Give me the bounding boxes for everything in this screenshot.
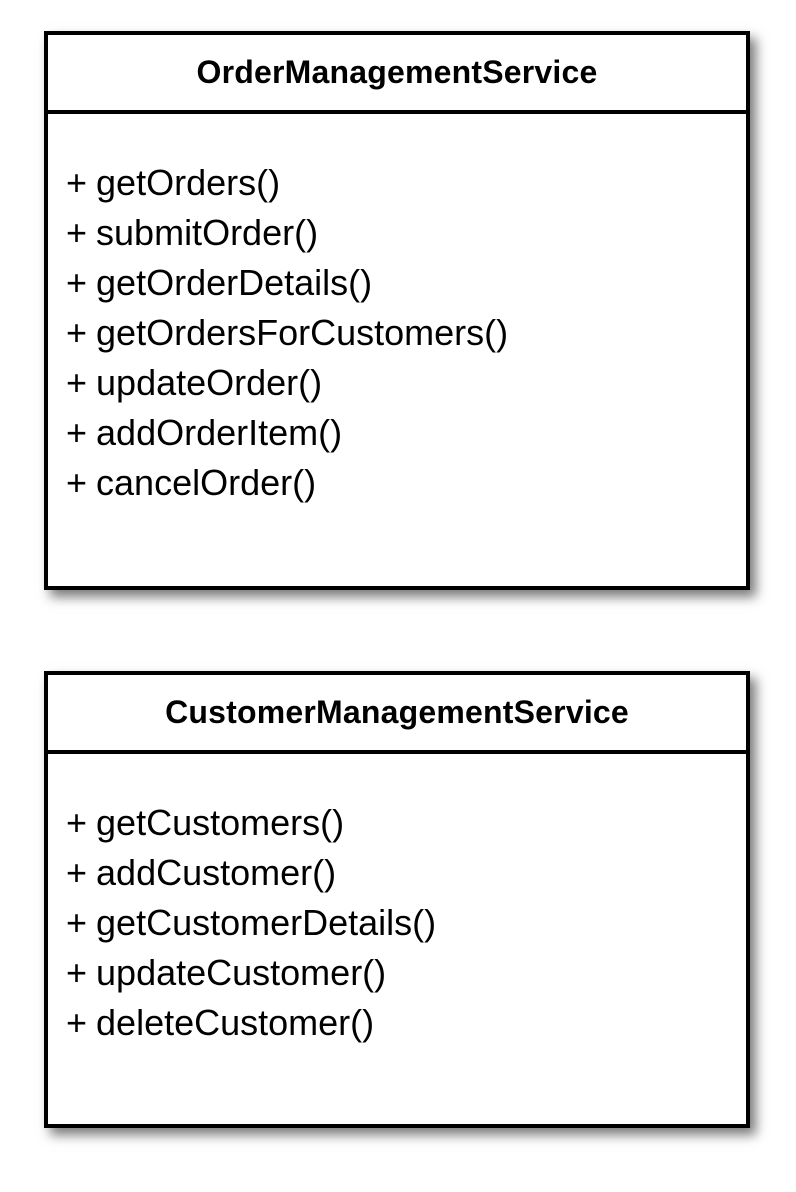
member-visibility: + [66,852,88,893]
class-member: +cancelOrder() [66,458,746,508]
member-name: getOrders() [96,162,281,203]
member-visibility: + [66,212,88,253]
class-member: +addOrderItem() [66,408,746,458]
member-visibility: + [66,802,88,843]
class-members-compartment: +getOrders() +submitOrder() +getOrderDet… [48,114,746,508]
member-visibility: + [66,1002,88,1043]
member-name: updateCustomer() [96,952,387,993]
class-member: +updateOrder() [66,358,746,408]
class-title: OrderManagementService [48,35,746,114]
class-member: +getOrdersForCustomers() [66,308,746,358]
member-visibility: + [66,312,88,353]
member-name: submitOrder() [96,212,319,253]
class-member: +getOrders() [66,158,746,208]
class-member: +getCustomerDetails() [66,898,746,948]
class-member: +submitOrder() [66,208,746,258]
member-visibility: + [66,412,88,453]
member-name: addOrderItem() [96,412,343,453]
member-name: getOrderDetails() [96,262,373,303]
uml-class-order-management-service[interactable]: OrderManagementService +getOrders() +sub… [44,31,750,590]
member-name: deleteCustomer() [96,1002,375,1043]
class-member: +updateCustomer() [66,948,746,998]
member-name: addCustomer() [96,852,337,893]
class-member: +deleteCustomer() [66,998,746,1048]
member-visibility: + [66,902,88,943]
member-visibility: + [66,462,88,503]
member-name: getCustomers() [96,802,345,843]
class-title: CustomerManagementService [48,675,746,754]
member-name: cancelOrder() [96,462,317,503]
member-name: updateOrder() [96,362,323,403]
class-members-compartment: +getCustomers() +addCustomer() +getCusto… [48,754,746,1048]
member-name: getCustomerDetails() [96,902,437,943]
member-visibility: + [66,162,88,203]
member-name: getOrdersForCustomers() [96,312,509,353]
uml-class-customer-management-service[interactable]: CustomerManagementService +getCustomers(… [44,671,750,1128]
member-visibility: + [66,262,88,303]
member-visibility: + [66,952,88,993]
class-member: +getOrderDetails() [66,258,746,308]
member-visibility: + [66,362,88,403]
class-member: +addCustomer() [66,848,746,898]
class-member: +getCustomers() [66,798,746,848]
